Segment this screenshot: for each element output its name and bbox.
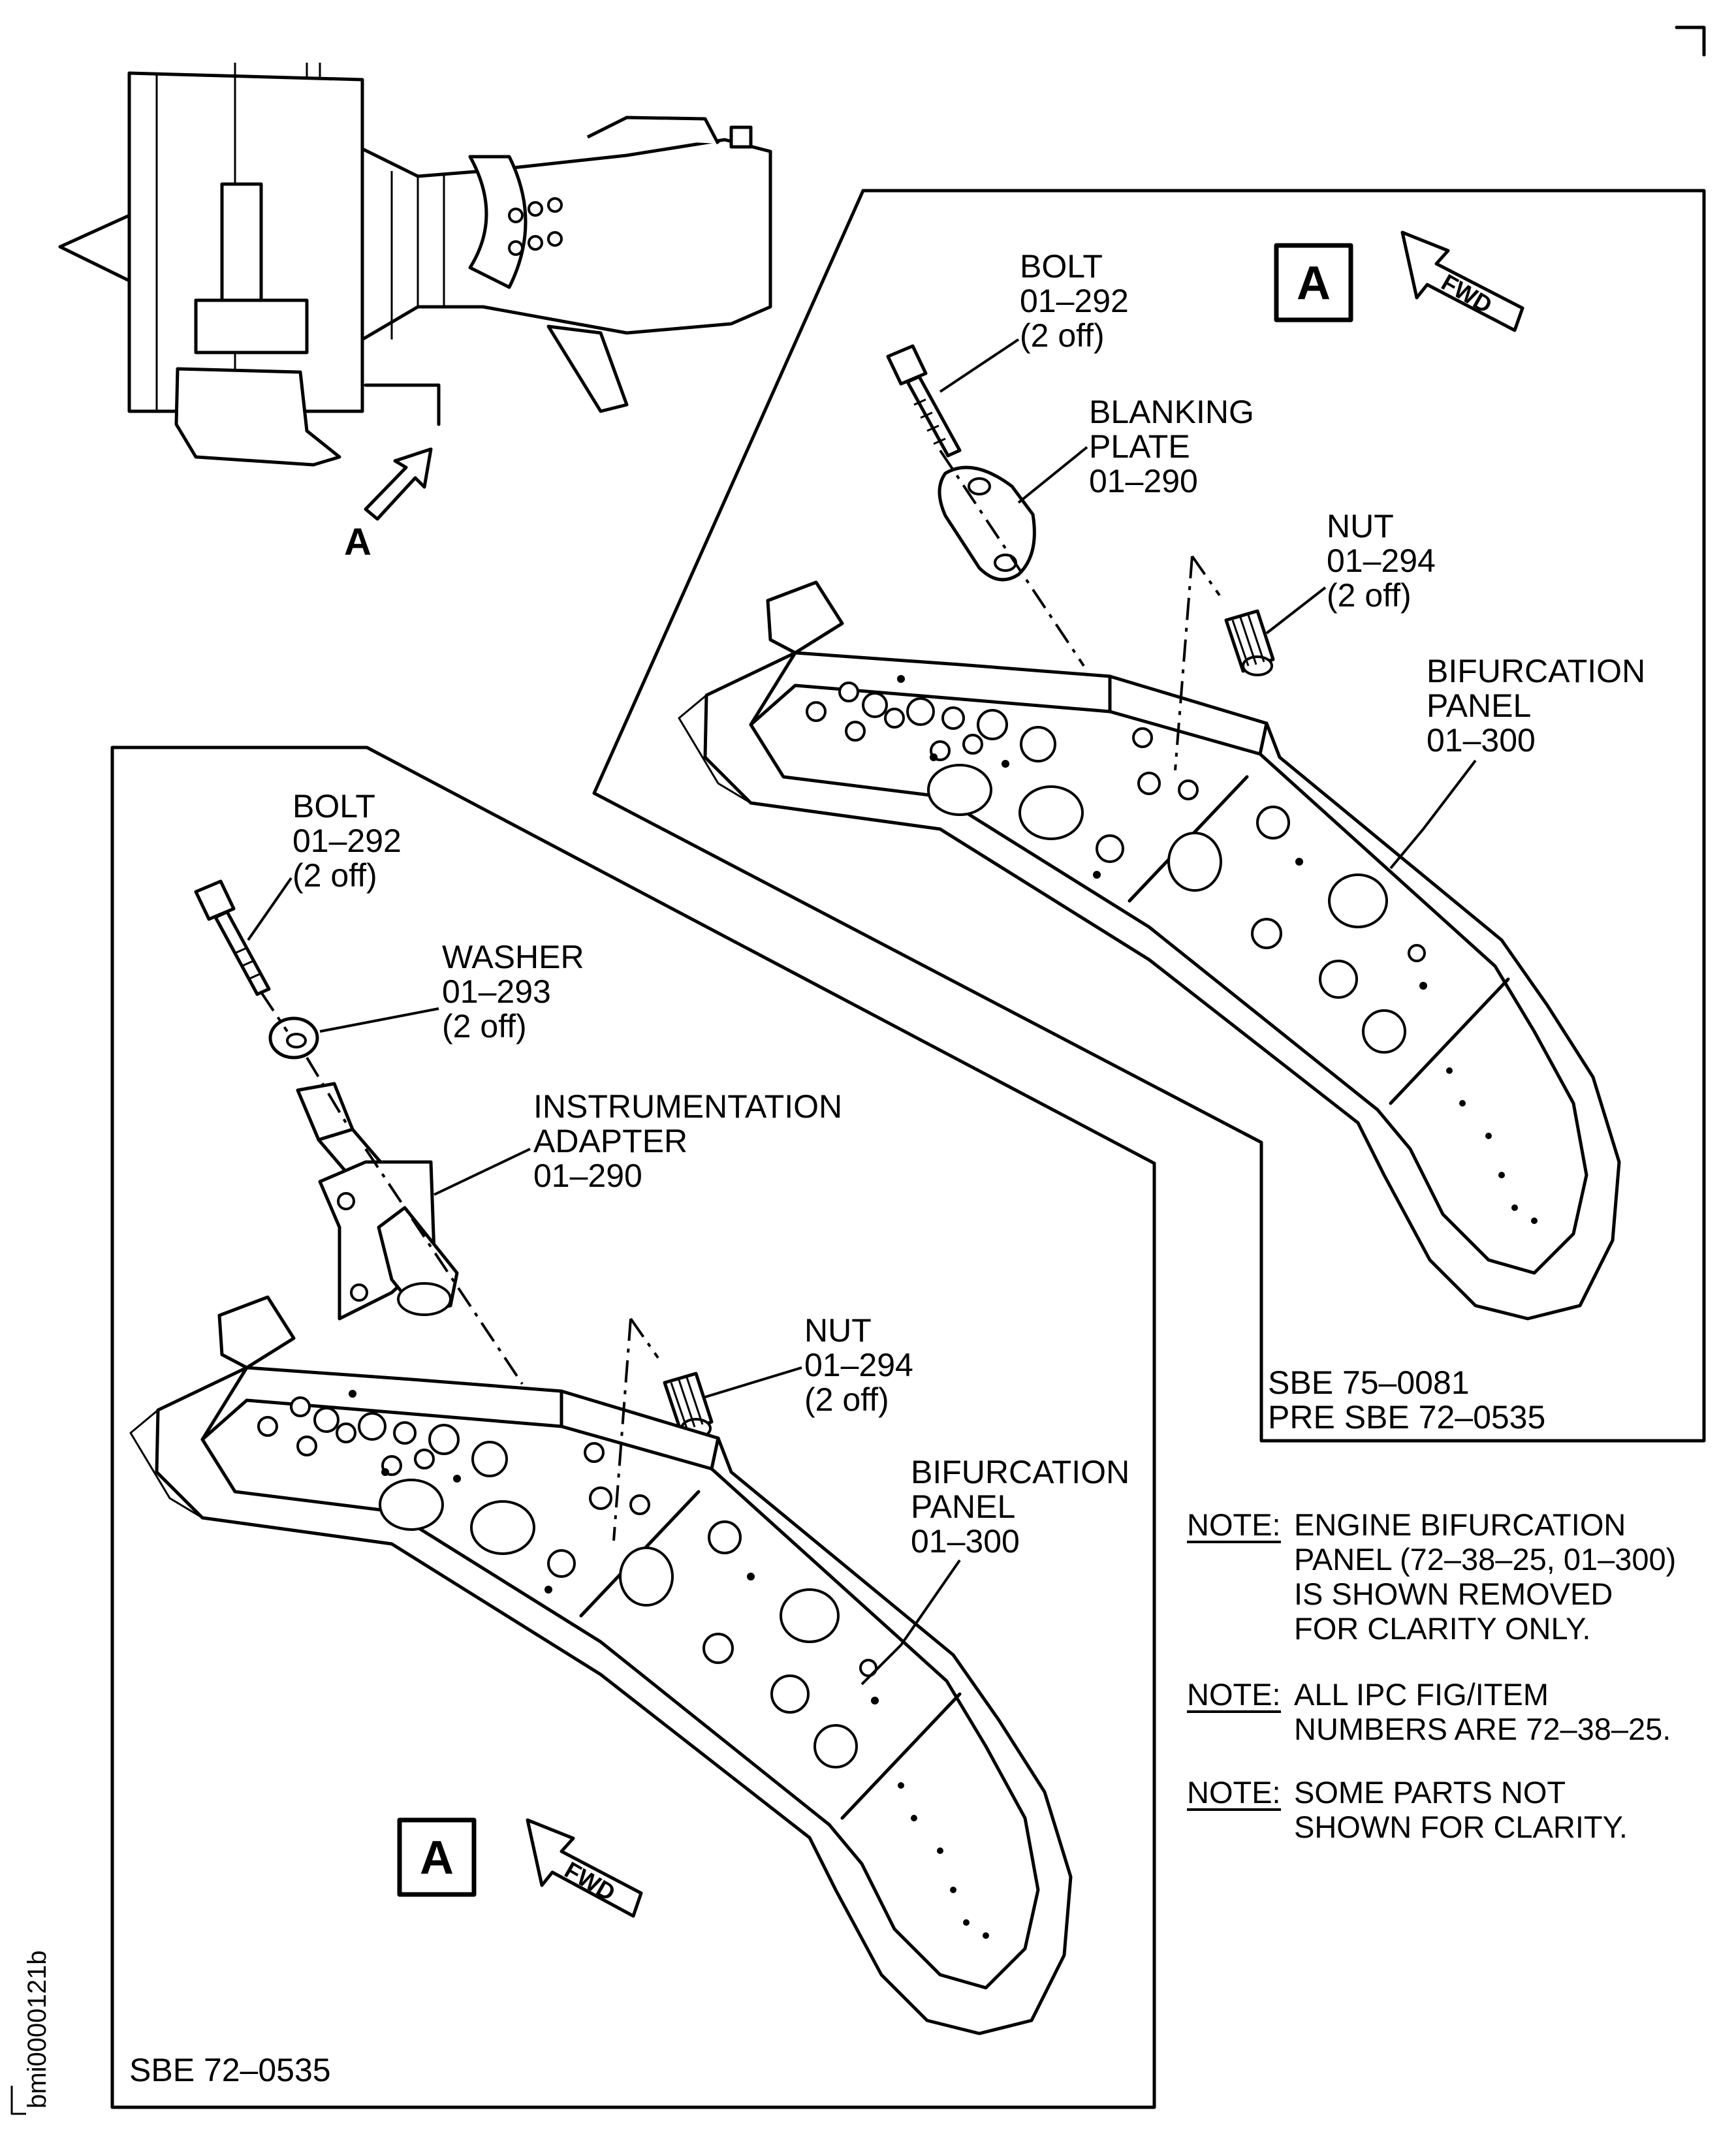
instrumentation-adapter-post — [296, 1082, 459, 1321]
svg-text:WASHER: WASHER — [442, 939, 584, 975]
view-a-badge-pre: A — [1274, 243, 1353, 322]
engine-pipe — [220, 182, 263, 302]
sbe-label-pre: SBE 75–0081 PRE SBE 72–0535 — [1268, 1364, 1545, 1436]
svg-text:SHOWN FOR CLARITY.: SHOWN FOR CLARITY. — [1294, 1810, 1628, 1844]
label-bolt-post: BOLT 01–292 (2 off) — [292, 788, 402, 894]
svg-text:01–290: 01–290 — [533, 1157, 642, 1194]
nut-post — [663, 1372, 714, 1439]
notes-block: NOTE: ENGINE BIFURCATION PANEL (72–38–25… — [1187, 1507, 1676, 1844]
centerline-nut-pre — [1174, 555, 1221, 771]
blanking-plate-pre — [938, 465, 1036, 582]
svg-text:INSTRUMENTATION: INSTRUMENTATION — [533, 1088, 842, 1125]
svg-text:PANEL: PANEL — [1427, 687, 1531, 724]
corner-mark — [1675, 25, 1706, 57]
label-adapter-post: INSTRUMENTATION ADAPTER 01–290 — [533, 1088, 842, 1194]
svg-text:A: A — [1297, 257, 1331, 309]
svg-text:ENGINE BIFURCATION: ENGINE BIFURCATION — [1294, 1507, 1626, 1542]
fwd-arrow-post: FWD — [526, 1818, 643, 1918]
note-3: NOTE: SOME PARTS NOT SHOWN FOR CLARITY. — [1187, 1775, 1628, 1844]
washer-post — [268, 1016, 319, 1060]
svg-text:01–292: 01–292 — [292, 823, 402, 859]
svg-text:NUT: NUT — [804, 1312, 872, 1349]
figure-id: bmi0000121b — [10, 1951, 52, 2115]
view-a-pointer-arrow — [364, 447, 433, 521]
svg-text:(2 off): (2 off) — [1020, 317, 1105, 354]
fwd-arrow-pre: FWD — [1400, 230, 1524, 332]
bolt-pre — [886, 344, 962, 458]
svg-text:BOLT: BOLT — [292, 788, 375, 825]
label-nut-post: NUT 01–294 (2 off) — [804, 1312, 913, 1418]
nut-pre — [1224, 609, 1275, 676]
svg-text:SBE 75–0081: SBE 75–0081 — [1268, 1364, 1470, 1401]
sbe-label-post: SBE 72–0535 — [129, 2052, 331, 2088]
label-panel-pre: BIFURCATION PANEL 01–300 — [1427, 653, 1645, 759]
svg-text:PRE SBE 72–0535: PRE SBE 72–0535 — [1268, 1399, 1545, 1436]
engine-exhaust-fairing — [586, 116, 720, 145]
svg-text:BIFURCATION: BIFURCATION — [1427, 653, 1645, 689]
label-nut-pre: NUT 01–294 (2 off) — [1327, 508, 1436, 614]
svg-text:NOTE:: NOTE: — [1187, 1677, 1281, 1712]
detail-post-frame — [110, 746, 1156, 2109]
engine-overview: A — [58, 63, 772, 563]
svg-text:01–300: 01–300 — [1427, 722, 1536, 759]
note-2: NOTE: ALL IPC FIG/ITEM NUMBERS ARE 72–38… — [1187, 1677, 1671, 1746]
svg-text:01–290: 01–290 — [1089, 463, 1198, 499]
bifurcation-panel-pre — [678, 580, 1621, 1321]
label-washer-post: WASHER 01–293 (2 off) — [442, 939, 584, 1044]
svg-text:01–292: 01–292 — [1020, 283, 1129, 319]
centerline-bolt-pre — [939, 449, 1085, 667]
svg-text:01–293: 01–293 — [442, 973, 551, 1010]
bifurcation-panel-post — [129, 1295, 1073, 2035]
svg-text:01–294: 01–294 — [804, 1347, 913, 1383]
svg-text:ALL IPC FIG/ITEM: ALL IPC FIG/ITEM — [1294, 1677, 1549, 1712]
detail-pre-sbe: A FWD — [592, 189, 1706, 1443]
detail-pre-frame — [592, 189, 1706, 1443]
label-blanking-plate-pre: BLANKING PLATE 01–290 — [1089, 394, 1254, 499]
svg-text:PLATE: PLATE — [1089, 428, 1190, 465]
label-bolt-pre: BOLT 01–292 (2 off) — [1020, 248, 1129, 354]
svg-text:NUMBERS ARE 72–38–25.: NUMBERS ARE 72–38–25. — [1294, 1712, 1671, 1746]
svg-text:(2 off): (2 off) — [442, 1008, 527, 1044]
svg-text:FOR CLARITY ONLY.: FOR CLARITY ONLY. — [1294, 1611, 1590, 1646]
view-a-badge-post: A — [397, 1817, 477, 1897]
svg-text:NOTE:: NOTE: — [1187, 1775, 1281, 1810]
svg-text:IS SHOWN REMOVED: IS SHOWN REMOVED — [1294, 1577, 1613, 1611]
svg-text:PANEL (72–38–25, 01–300): PANEL (72–38–25, 01–300) — [1294, 1542, 1676, 1577]
label-panel-post: BIFURCATION PANEL 01–300 — [911, 1454, 1129, 1560]
svg-text:(2 off): (2 off) — [1327, 577, 1412, 614]
svg-text:SOME PARTS NOT: SOME PARTS NOT — [1294, 1775, 1566, 1810]
svg-text:A: A — [420, 1832, 454, 1884]
svg-text:bmi0000121b: bmi0000121b — [23, 1951, 52, 2109]
svg-text:(2 off): (2 off) — [292, 857, 377, 894]
svg-text:ADAPTER: ADAPTER — [533, 1123, 687, 1159]
svg-text:01–300: 01–300 — [911, 1523, 1020, 1560]
svg-text:NUT: NUT — [1327, 508, 1394, 544]
svg-text:BLANKING: BLANKING — [1089, 394, 1254, 430]
note-1: NOTE: ENGINE BIFURCATION PANEL (72–38–25… — [1187, 1507, 1676, 1646]
centerline-bolt-post — [260, 991, 524, 1385]
svg-text:SBE 72–0535: SBE 72–0535 — [129, 2052, 331, 2088]
svg-text:NOTE:: NOTE: — [1187, 1507, 1281, 1542]
svg-text:01–294: 01–294 — [1327, 542, 1436, 579]
svg-text:(2 off): (2 off) — [804, 1381, 889, 1418]
bolt-post — [194, 879, 271, 996]
engine-spinner — [58, 213, 131, 283]
centerline-nut-post — [612, 1317, 659, 1541]
svg-text:BIFURCATION: BIFURCATION — [911, 1454, 1129, 1490]
engine-core — [360, 138, 772, 341]
svg-text:BOLT: BOLT — [1020, 248, 1103, 285]
svg-text:PANEL: PANEL — [911, 1488, 1015, 1525]
detail-post-sbe: A FWD — [110, 746, 1156, 2109]
view-a-pointer-label: A — [344, 521, 371, 563]
engine-gearbox — [174, 367, 341, 467]
